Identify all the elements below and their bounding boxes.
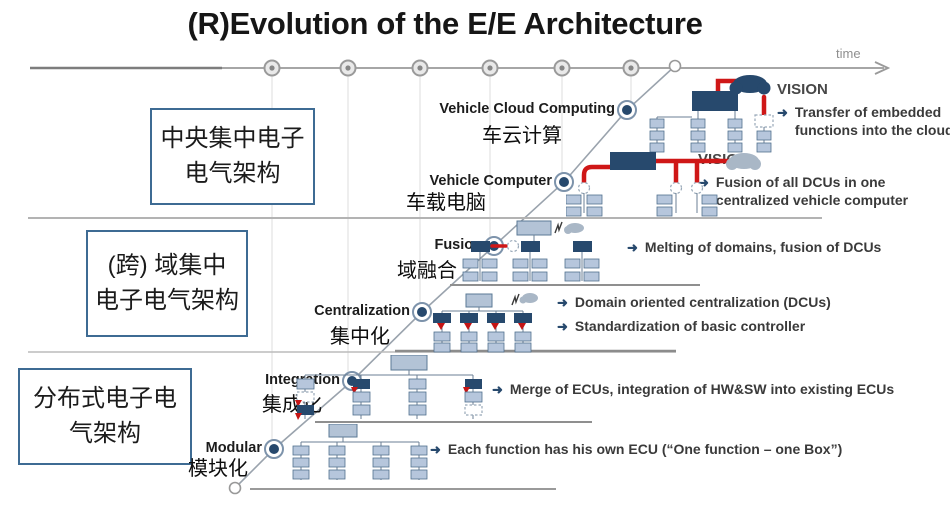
origin-open-circle — [228, 481, 242, 495]
bullet-arrow-icon: ➜ — [627, 240, 638, 255]
vehicle-computer-diagram — [566, 152, 761, 217]
era-box-domain: (跨) 域集中 电子电气架构 — [86, 230, 248, 337]
timeline-milestone-circles — [263, 59, 640, 77]
stage-label-cn-vehicle-cloud-computing: 车云计算 — [482, 125, 562, 147]
era-box-central: 中央集中电子 电气架构 — [150, 108, 315, 205]
integration-diagram — [295, 355, 483, 420]
ecu-boxes — [295, 378, 483, 420]
bullet-arrow-icon: ➜ — [492, 382, 503, 397]
node-vehicle-cloud-computing — [617, 100, 637, 120]
stage-label-vehicle-computer: Vehicle Computer — [429, 173, 552, 189]
vision-heading: VISION — [777, 81, 828, 98]
section-divider-lines — [28, 217, 822, 490]
stage-label-cn-modular: 模块化 — [188, 458, 248, 480]
stage-label-cn-vehicle-computer: 车载电脑 — [406, 192, 486, 214]
ecu-boxes — [566, 194, 718, 217]
fusion-diagram — [462, 220, 600, 282]
bullet-arrow-icon: ➜ — [557, 319, 568, 335]
era-box-distributed: 分布式电子电 气架构 — [18, 368, 192, 465]
bullet-arrow-icon: ➜ — [777, 105, 788, 121]
lightning-icon — [554, 221, 563, 234]
bullet-arrow-icon: ➜ — [698, 175, 709, 191]
desc-fusion: ➜ Melting of domains, fusion of DCUs — [627, 239, 881, 263]
desc-point: Standardization of basic controller — [574, 318, 806, 335]
vehicle-cloud-computing-diagram — [649, 75, 774, 153]
timeline-open-circle — [668, 59, 682, 73]
desc-modular: ➜ Each function has his own ECU (“One fun… — [430, 441, 842, 465]
cloud-icon — [564, 223, 584, 234]
ecu-boxes — [433, 331, 532, 353]
dcu-boxes — [433, 313, 532, 330]
modular-diagram — [292, 424, 428, 480]
node-vehicle-computer — [554, 172, 574, 192]
stage-label-modular: Modular — [205, 440, 262, 456]
bullet-arrow-icon: ➜ — [430, 442, 441, 457]
timeline-axis-label: time — [836, 46, 861, 61]
desc-point: Each function has his own ECU (“One func… — [447, 441, 843, 457]
cloud-icon — [729, 75, 771, 95]
stage-label-centralization: Centralization — [314, 303, 410, 319]
stage-label-fusion: Fusion — [434, 237, 482, 253]
desc-point: Transfer of embedded functions into the … — [794, 104, 950, 139]
stage-label-cn-centralization: 集中化 — [330, 326, 390, 348]
bullet-arrow-icon: ➜ — [557, 295, 568, 310]
evolution-diagonal-line — [234, 65, 676, 489]
desc-vehicle-cloud-computing: VISION ➜ Transfer of embedded functions i… — [777, 80, 950, 146]
stage-label-vehicle-cloud-computing: Vehicle Cloud Computing — [439, 101, 615, 117]
desc-point: Melting of domains, fusion of DCUs — [644, 239, 882, 255]
timeline-arrowhead-icon — [874, 61, 891, 75]
node-centralization — [412, 302, 432, 322]
page-title: (R)Evolution of the E/E Architecture — [187, 6, 703, 41]
centralization-diagram — [433, 293, 538, 353]
lightning-icon — [511, 293, 520, 306]
node-modular — [264, 439, 284, 459]
ecu-boxes — [649, 118, 772, 153]
desc-point: Domain oriented centralization (DCUs) — [574, 294, 831, 310]
desc-point: Merge of ECUs, integration of HW&SW into… — [509, 381, 895, 397]
desc-integration: ➜ Merge of ECUs, integration of HW&SW int… — [492, 381, 894, 405]
cloud-icon — [726, 153, 761, 170]
ecu-boxes — [462, 258, 600, 282]
desc-centralization: ➜ Domain oriented centralization (DCUs) ➜… — [557, 294, 831, 342]
stage-label-cn-fusion: 域融合 — [397, 260, 457, 282]
desc-point: Fusion of all DCUs in one centralized ve… — [715, 174, 909, 209]
ecu-boxes — [292, 445, 428, 480]
cloud-icon — [519, 293, 538, 304]
